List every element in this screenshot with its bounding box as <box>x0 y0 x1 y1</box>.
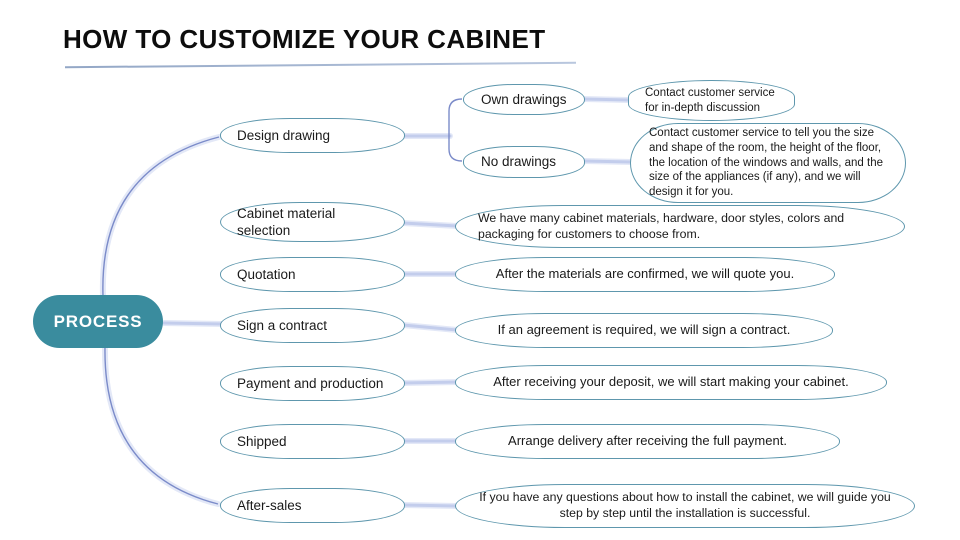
desc-node-after-sales: If you have any questions about how to i… <box>455 484 915 528</box>
desc-text: Contact customer service for in-depth di… <box>645 86 775 114</box>
desc-text: If you have any questions about how to i… <box>479 490 891 520</box>
step-node-design-drawing: Design drawing <box>220 118 405 153</box>
line-aftersales-desc <box>401 503 459 508</box>
desc-text: Contact customer service to tell you the… <box>649 126 883 199</box>
bracket-design-options <box>448 98 463 162</box>
step-node-after-sales: After-sales <box>220 488 405 523</box>
line-cabinet-desc <box>401 221 459 228</box>
line-sign-desc <box>401 323 459 332</box>
desc-node-quotation: After the materials are confirmed, we wi… <box>455 257 835 292</box>
step-node-cabinet-material: Cabinet material selection <box>220 202 405 242</box>
desc-text: After receiving your deposit, we will st… <box>493 374 849 390</box>
step-label: Cabinet material selection <box>237 205 336 238</box>
option-label: Own drawings <box>481 91 567 107</box>
desc-node-sign-contract: If an agreement is required, we will sig… <box>455 313 833 348</box>
step-label: After-sales <box>237 497 302 513</box>
desc-text: If an agreement is required, we will sig… <box>497 322 791 338</box>
desc-node-payment-production: After receiving your deposit, we will st… <box>455 365 887 400</box>
desc-text: We have many cabinet materials, hardware… <box>478 210 845 241</box>
desc-node-shipped: Arrange delivery after receiving the ful… <box>455 424 840 459</box>
step-label: Quotation <box>237 266 296 282</box>
step-label: Sign a contract <box>237 317 328 333</box>
desc-node-own-drawings: Contact customer service for in-depth di… <box>628 80 795 121</box>
step-label: Design drawing <box>237 127 331 143</box>
step-node-quotation: Quotation <box>220 257 405 292</box>
option-node-own-drawings: Own drawings <box>463 84 585 115</box>
desc-text: Arrange delivery after receiving the ful… <box>508 433 787 449</box>
line-payment-desc <box>401 380 461 385</box>
desc-node-cabinet-material: We have many cabinet materials, hardware… <box>455 205 905 248</box>
line-own-desc <box>582 97 630 102</box>
branch-root-design <box>102 136 220 297</box>
desc-node-no-drawings: Contact customer service to tell you the… <box>630 123 906 203</box>
step-node-shipped: Shipped <box>220 424 405 459</box>
step-node-sign-contract: Sign a contract <box>220 308 405 343</box>
step-label: Shipped <box>237 433 287 449</box>
step-node-payment-production: Payment and production <box>220 366 405 401</box>
line-root-sign <box>162 321 224 326</box>
root-label: PROCESS <box>53 311 143 331</box>
branch-root-aftersales <box>104 346 219 505</box>
option-node-no-drawings: No drawings <box>463 146 585 178</box>
option-label: No drawings <box>481 154 557 170</box>
root-node-process: PROCESS <box>33 295 163 348</box>
page-title: HOW TO CUSTOMIZE YOUR CABINET <box>63 24 546 54</box>
desc-text: After the materials are confirmed, we wi… <box>495 266 795 282</box>
line-no-desc <box>582 159 633 164</box>
step-label: Payment and production <box>237 375 384 391</box>
